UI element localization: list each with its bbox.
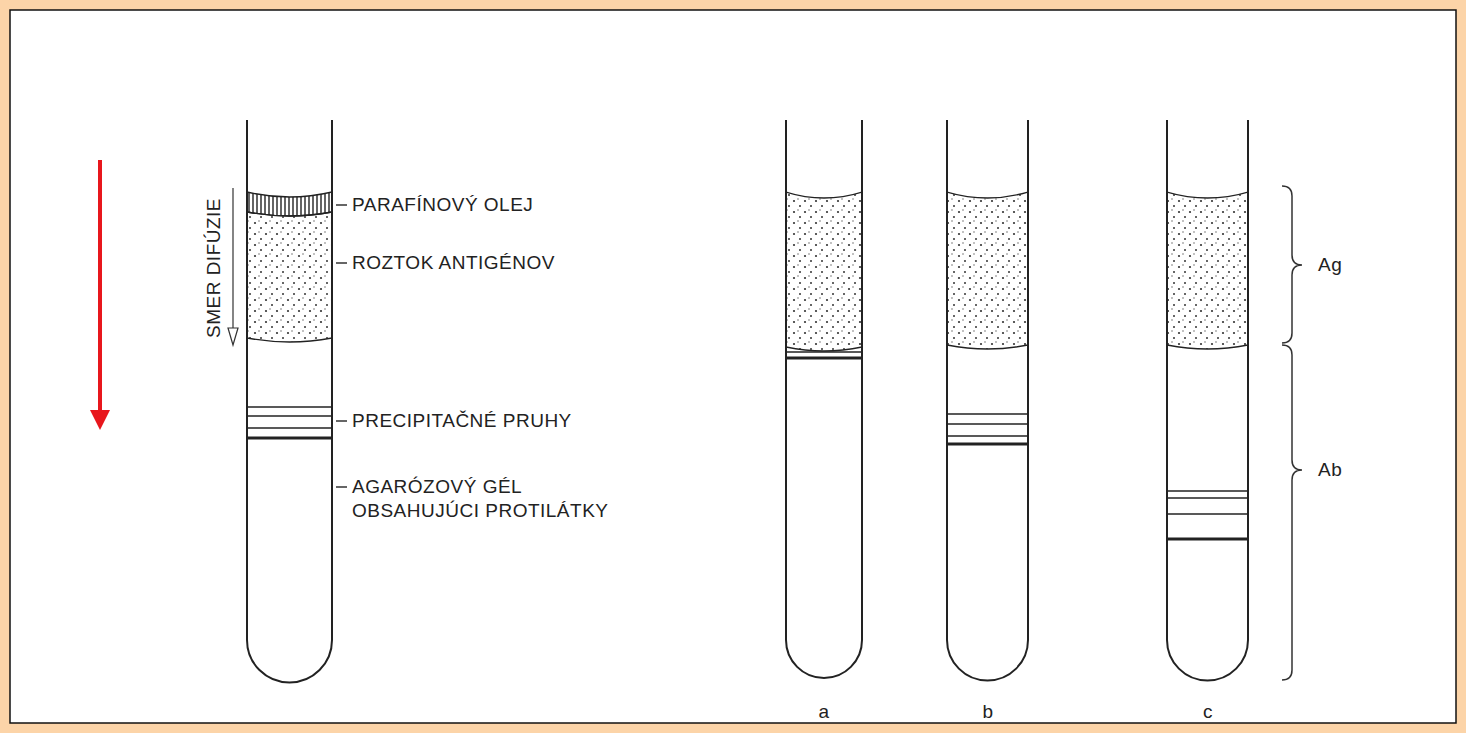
tube-letter: a (818, 700, 829, 724)
red-arrow (98, 160, 102, 420)
leader-dashes (336, 205, 347, 487)
part-name: AGARÓZOVÝ GÉL OBSAHUJÚCI PROTILÁTKY (352, 475, 652, 523)
part-name: ROZTOK ANTIGÉNOV (352, 251, 555, 275)
diffusion-arrow (228, 188, 238, 345)
part-name: PRECIPITAČNÉ PRUHY (352, 409, 572, 433)
part-name: PARAFÍNOVÝ OLEJ (352, 193, 533, 217)
test-tubes (247, 120, 1248, 682)
region-label: Ag (1318, 253, 1342, 277)
tube-letter: c (1203, 700, 1213, 724)
direction-label: SMER DIFÚZIE (202, 198, 226, 338)
tube-letter: b (982, 700, 993, 724)
region-label: Ab (1318, 458, 1342, 482)
frame (10, 10, 1456, 723)
braces (1282, 186, 1302, 680)
